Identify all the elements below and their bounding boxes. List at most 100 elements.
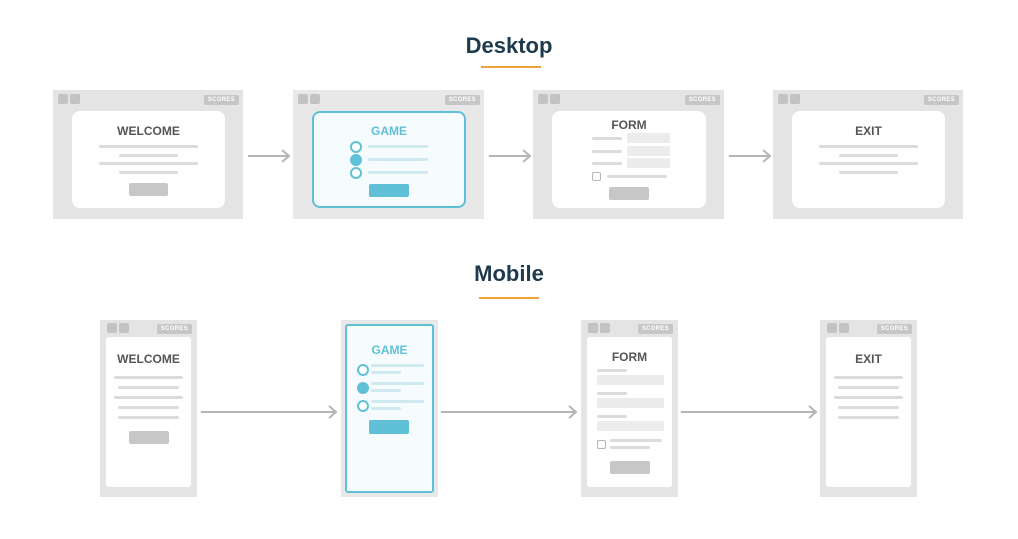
welcome-panel: WELCOME bbox=[72, 111, 225, 208]
welcome-title: WELCOME bbox=[117, 352, 180, 366]
text-line bbox=[371, 389, 401, 392]
game-panel: GAME bbox=[345, 324, 434, 493]
mobile-section-title: Mobile bbox=[474, 261, 544, 286]
text-line bbox=[838, 416, 899, 419]
text-line bbox=[119, 171, 178, 174]
exit-title: EXIT bbox=[855, 124, 882, 138]
field-label bbox=[592, 137, 622, 140]
scores-badge: SCORES bbox=[684, 95, 720, 105]
radio-option bbox=[357, 400, 369, 412]
text-line bbox=[839, 171, 898, 174]
text-line bbox=[371, 364, 424, 367]
field-label bbox=[597, 392, 627, 395]
arrow-right-icon bbox=[489, 149, 532, 163]
mobile-exit-window: SCORES EXIT bbox=[820, 320, 917, 497]
text-line bbox=[839, 154, 898, 157]
radio-option bbox=[350, 141, 362, 153]
field-label bbox=[592, 150, 622, 153]
text-line bbox=[114, 396, 183, 399]
field-label bbox=[597, 415, 627, 418]
game-button bbox=[369, 420, 409, 434]
mobile-welcome-window: SCORES WELCOME bbox=[100, 320, 197, 497]
text-line bbox=[607, 175, 667, 178]
scores-badge: SCORES bbox=[923, 95, 959, 105]
form-submit-button bbox=[610, 461, 650, 474]
text-line bbox=[368, 158, 428, 161]
desktop-form-window: SCORES FORM bbox=[533, 90, 724, 219]
text-line bbox=[834, 396, 903, 399]
window-dot bbox=[58, 94, 68, 104]
window-dot bbox=[550, 94, 560, 104]
radio-option-selected bbox=[357, 382, 369, 394]
radio-option bbox=[357, 364, 369, 376]
form-field bbox=[627, 133, 670, 143]
scores-badge: SCORES bbox=[156, 324, 192, 334]
exit-panel: EXIT bbox=[792, 111, 945, 208]
text-line bbox=[118, 416, 179, 419]
arrow-right-icon bbox=[201, 405, 338, 419]
exit-title: EXIT bbox=[855, 352, 882, 366]
window-dot bbox=[298, 94, 308, 104]
mobile-form-window: SCORES FORM bbox=[581, 320, 678, 497]
text-line bbox=[819, 162, 918, 165]
text-line bbox=[118, 386, 179, 389]
mobile-game-window: GAME bbox=[341, 320, 438, 497]
welcome-title: WELCOME bbox=[117, 124, 180, 138]
text-line bbox=[371, 407, 401, 410]
text-line bbox=[838, 406, 899, 409]
window-dot bbox=[600, 323, 610, 333]
desktop-welcome-window: SCORES WELCOME bbox=[53, 90, 243, 219]
desktop-title-underline bbox=[481, 66, 541, 68]
desktop-section-title: Desktop bbox=[465, 33, 553, 58]
welcome-panel: WELCOME bbox=[106, 337, 191, 487]
window-dot bbox=[790, 94, 800, 104]
text-line bbox=[371, 400, 424, 403]
form-field bbox=[627, 158, 670, 168]
form-field bbox=[597, 375, 664, 385]
desktop-game-window: SCORES GAME bbox=[293, 90, 484, 219]
scores-badge: SCORES bbox=[876, 324, 912, 334]
scores-badge: SCORES bbox=[444, 95, 480, 105]
form-panel: FORM bbox=[552, 111, 706, 208]
window-dot bbox=[538, 94, 548, 104]
window-dot bbox=[588, 323, 598, 333]
form-title: FORM bbox=[611, 350, 648, 364]
window-dot bbox=[70, 94, 80, 104]
radio-option bbox=[350, 167, 362, 179]
form-panel: FORM bbox=[587, 337, 672, 487]
text-line bbox=[99, 145, 198, 148]
text-line bbox=[610, 439, 662, 442]
field-label bbox=[597, 369, 627, 372]
desktop-exit-window: SCORES EXIT bbox=[773, 90, 963, 219]
text-line bbox=[99, 162, 198, 165]
scores-badge: SCORES bbox=[203, 95, 239, 105]
text-line bbox=[610, 446, 650, 449]
checkbox bbox=[592, 172, 601, 181]
radio-option-selected bbox=[350, 154, 362, 166]
form-field bbox=[627, 146, 670, 156]
form-title: FORM bbox=[611, 118, 647, 132]
window-dot bbox=[778, 94, 788, 104]
game-title: GAME bbox=[371, 124, 407, 138]
welcome-button bbox=[129, 183, 168, 196]
checkbox bbox=[597, 440, 606, 449]
mobile-title-underline bbox=[479, 297, 539, 299]
form-field bbox=[597, 421, 664, 431]
text-line bbox=[368, 145, 428, 148]
scores-badge: SCORES bbox=[637, 324, 673, 334]
game-button bbox=[369, 184, 409, 197]
window-dot bbox=[839, 323, 849, 333]
exit-panel: EXIT bbox=[826, 337, 911, 487]
window-dot bbox=[119, 323, 129, 333]
text-line bbox=[114, 376, 183, 379]
text-line bbox=[838, 386, 899, 389]
text-line bbox=[371, 382, 424, 385]
welcome-button bbox=[129, 431, 169, 444]
text-line bbox=[118, 406, 179, 409]
text-line bbox=[371, 371, 401, 374]
arrow-right-icon bbox=[681, 405, 818, 419]
window-dot bbox=[310, 94, 320, 104]
text-line bbox=[368, 171, 428, 174]
window-dot bbox=[107, 323, 117, 333]
form-field bbox=[597, 398, 664, 408]
